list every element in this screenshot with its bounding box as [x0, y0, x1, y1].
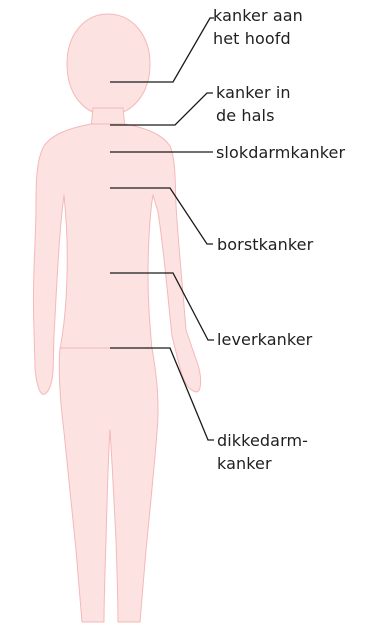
legs — [59, 348, 158, 622]
label-neck-line-1: kanker in — [216, 81, 291, 104]
label-colon-line-1: dikkedarm- — [217, 429, 308, 452]
label-head-cancer: kanker aan het hoofd — [213, 4, 303, 50]
head — [67, 14, 150, 115]
label-esophageal-cancer: slokdarmkanker — [216, 141, 345, 164]
label-neck-line-2: de hals — [216, 104, 291, 127]
label-head-line-2: het hoofd — [213, 27, 303, 50]
label-esophagus-text: slokdarmkanker — [216, 141, 345, 164]
human-silhouette — [33, 14, 200, 622]
label-breast-cancer: borstkanker — [217, 233, 313, 256]
label-head-line-1: kanker aan — [213, 4, 303, 27]
label-colon-line-2: kanker — [217, 452, 308, 475]
label-colon-cancer: dikkedarm- kanker — [217, 429, 308, 475]
label-liver-cancer: leverkanker — [217, 328, 312, 351]
label-liver-text: leverkanker — [217, 328, 312, 351]
label-breast-text: borstkanker — [217, 233, 313, 256]
label-neck-cancer: kanker in de hals — [216, 81, 291, 127]
